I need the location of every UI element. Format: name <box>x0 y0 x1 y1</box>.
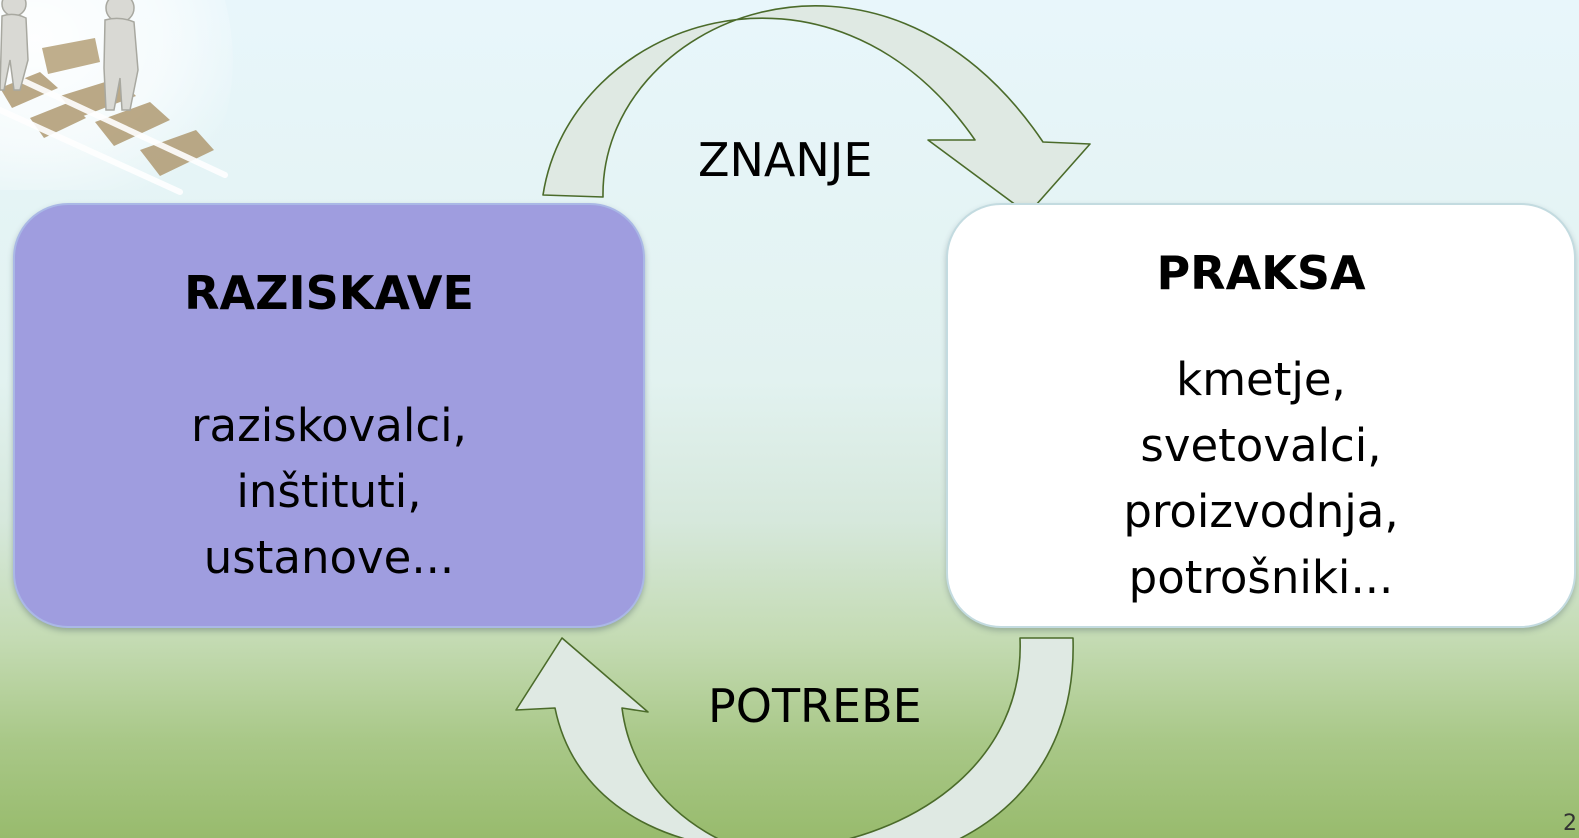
practice-item: proizvodnja, <box>1123 485 1399 538</box>
practice-item: potrošniki... <box>1128 551 1394 604</box>
research-box: RAZISKAVE raziskovalci, inštituti, ustan… <box>13 203 645 628</box>
bridge-illustration-icon <box>0 0 233 195</box>
research-items: raziskovalci, inštituti, ustanove... <box>15 393 643 591</box>
research-title: RAZISKAVE <box>184 266 474 320</box>
practice-item: kmetje, <box>1176 353 1346 406</box>
practice-items: kmetje, svetovalci, proizvodnja, potrošn… <box>948 347 1574 611</box>
research-item: ustanove... <box>203 531 455 584</box>
page-number: 2 <box>1563 811 1577 836</box>
practice-box: PRAKSA kmetje, svetovalci, proizvodnja, … <box>946 203 1576 628</box>
needs-label: POTREBE <box>708 679 922 733</box>
knowledge-label: ZNANJE <box>698 133 873 187</box>
practice-item: svetovalci, <box>1140 419 1382 472</box>
practice-title: PRAKSA <box>1156 246 1366 300</box>
knowledge-arrow <box>542 5 1091 215</box>
research-item: raziskovalci, <box>191 399 467 452</box>
research-item: inštituti, <box>236 465 422 518</box>
needs-arrow <box>515 637 1074 838</box>
